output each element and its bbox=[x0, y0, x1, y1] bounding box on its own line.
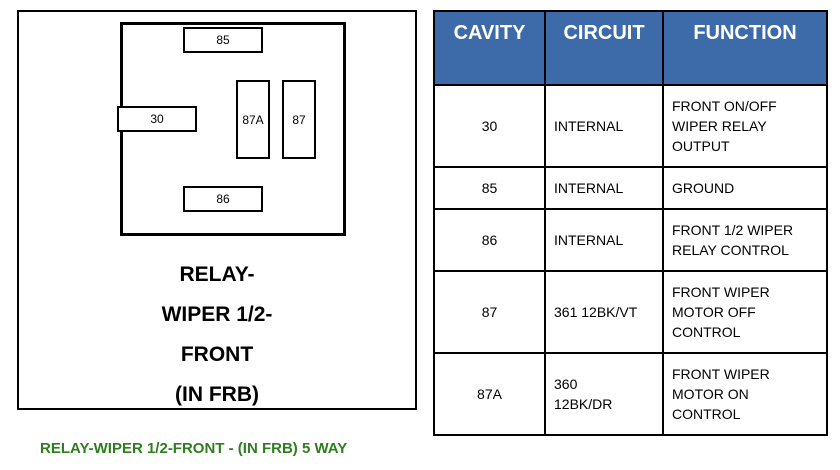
function-cell: FRONT WIPER MOTOR ON CONTROL bbox=[662, 352, 828, 436]
circuit-cell: 360 12BK/DR bbox=[544, 352, 664, 436]
connector-caption: RELAY-WIPER 1/2-FRONT - (IN FRB) 5 WAY bbox=[40, 440, 348, 457]
table-row: 87 361 12BK/VT FRONT WIPER MOTOR OFF CON… bbox=[433, 270, 828, 354]
pin-87a: 87A bbox=[236, 80, 270, 159]
circuit-cell: 361 12BK/VT bbox=[544, 270, 664, 354]
table-row: 87A 360 12BK/DR FRONT WIPER MOTOR ON CON… bbox=[433, 352, 828, 436]
pin-30: 30 bbox=[117, 106, 197, 132]
header-circuit: CIRCUIT bbox=[544, 10, 664, 86]
cavity-cell: 85 bbox=[433, 166, 546, 210]
header-function: FUNCTION bbox=[662, 10, 828, 86]
relay-caption: RELAY- WIPER 1/2- FRONT (IN FRB) bbox=[17, 255, 417, 415]
relay-caption-line: (IN FRB) bbox=[175, 383, 259, 406]
relay-caption-line: WIPER 1/2- bbox=[161, 303, 273, 326]
circuit-cell: INTERNAL bbox=[544, 166, 664, 210]
relay-caption-line: RELAY- bbox=[179, 263, 255, 286]
pin-86: 86 bbox=[183, 186, 263, 212]
circuit-cell: INTERNAL bbox=[544, 208, 664, 272]
relay-caption-line: FRONT bbox=[180, 343, 254, 366]
table-row: 86 INTERNAL FRONT 1/2 WIPER RELAY CONTRO… bbox=[433, 208, 828, 272]
cavity-cell: 30 bbox=[433, 84, 546, 168]
table-header-row: CAVITY CIRCUIT FUNCTION bbox=[433, 10, 828, 86]
table-row: 30 INTERNAL FRONT ON/OFF WIPER RELAY OUT… bbox=[433, 84, 828, 168]
cavity-cell: 86 bbox=[433, 208, 546, 272]
cavity-cell: 87 bbox=[433, 270, 546, 354]
relay-diagram-area: 85 30 87A 87 86 bbox=[17, 10, 417, 410]
function-cell: GROUND bbox=[662, 166, 828, 210]
pin-87: 87 bbox=[282, 80, 316, 159]
function-cell: FRONT 1/2 WIPER RELAY CONTROL bbox=[662, 208, 828, 272]
cavity-cell: 87A bbox=[433, 352, 546, 436]
function-cell: FRONT ON/OFF WIPER RELAY OUTPUT bbox=[662, 84, 828, 168]
cavity-table: CAVITY CIRCUIT FUNCTION 30 INTERNAL FRON… bbox=[433, 10, 828, 436]
function-cell: FRONT WIPER MOTOR OFF CONTROL bbox=[662, 270, 828, 354]
header-cavity: CAVITY bbox=[433, 10, 546, 86]
table-row: 85 INTERNAL GROUND bbox=[433, 166, 828, 210]
circuit-cell: INTERNAL bbox=[544, 84, 664, 168]
pin-85: 85 bbox=[183, 27, 263, 53]
